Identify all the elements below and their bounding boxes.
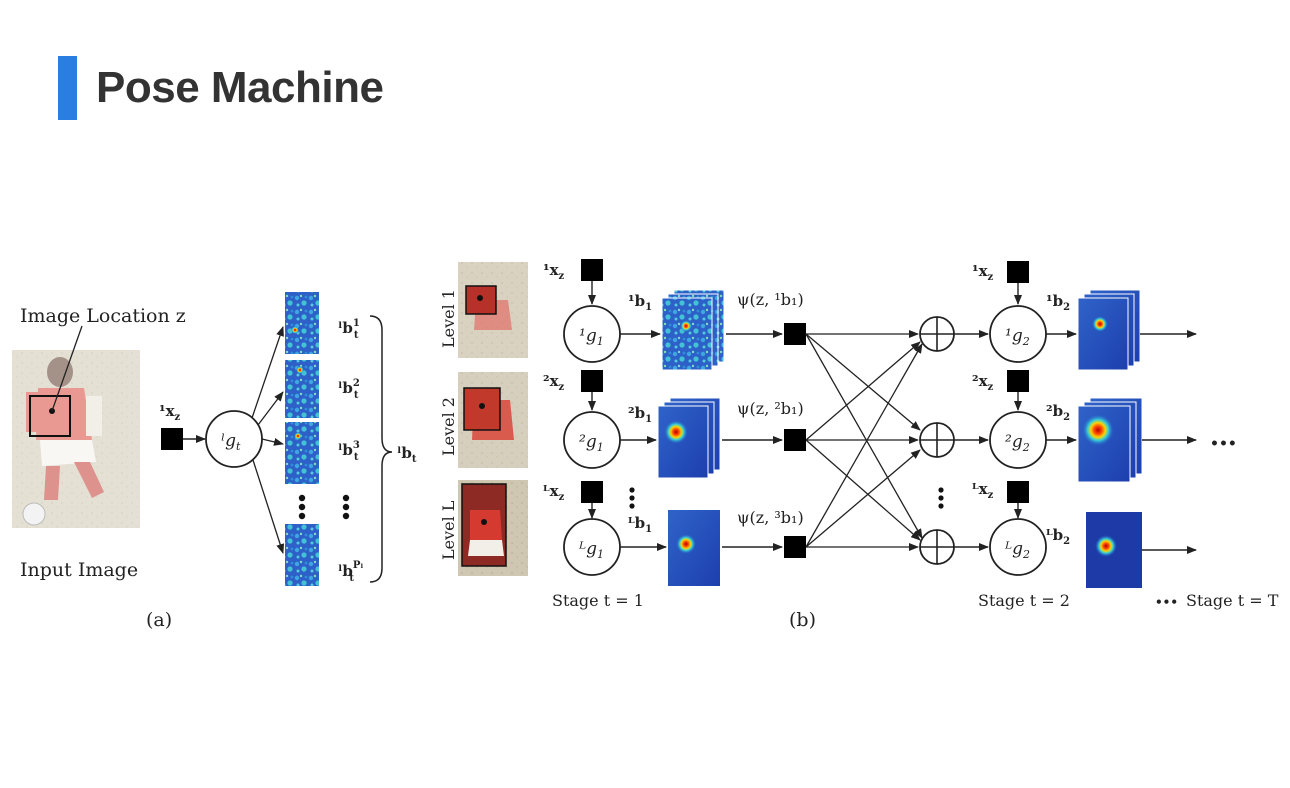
x1-square-1 (581, 259, 603, 281)
stage-2-label: Stage t = 2 (978, 591, 1070, 610)
level-label-1: Level 1 (439, 289, 458, 348)
belief-stack-1-2 (1077, 297, 1129, 371)
title-accent-bar (58, 56, 77, 120)
psi-label-2: ψ(z, ²b₁) (737, 399, 804, 418)
cross-connections (805, 330, 923, 551)
psi-square-2 (784, 429, 806, 451)
level-2-row: Level 2 (439, 372, 528, 468)
stage-t-dots: ••• (1155, 595, 1178, 609)
sum-node-2 (919, 422, 955, 458)
vdots-a2 (342, 494, 350, 502)
feature-square (161, 428, 183, 450)
g1-label-1: ¹g1 (579, 326, 604, 348)
x1-label-2: ²xz (543, 372, 565, 393)
b2-label-2: ²b2 (1046, 402, 1070, 423)
belief-stack-2-1 (657, 405, 709, 479)
g2-label-L: ᴸg2 (1004, 539, 1030, 561)
x2-label-L: ᴸxz (972, 480, 994, 501)
x1-label-1: ¹xz (543, 261, 565, 282)
belief-map-1 (285, 292, 319, 354)
psi-square-L (784, 536, 806, 558)
sum-node-L (919, 529, 955, 565)
stage-1-label: Stage t = 1 (552, 591, 644, 610)
g1-label-2: ²g1 (579, 432, 604, 454)
level-L-row: Level L (439, 480, 528, 576)
x2-square-1 (1007, 261, 1029, 283)
row2-dots: ••• (1210, 436, 1237, 452)
g2-label-2: ²g2 (1005, 432, 1030, 454)
belief-stack-1-1 (661, 297, 713, 371)
level-label-2: Level 2 (439, 397, 458, 456)
belief-map-3 (285, 422, 319, 484)
input-image (12, 350, 140, 528)
image-location-label: Image Location z (20, 305, 186, 327)
belief-map-p (285, 524, 319, 586)
stage-t-label: Stage t = T (1186, 591, 1279, 610)
x2-label-1: ¹xz (972, 262, 994, 283)
psi-label-1: ψ(z, ¹b₁) (737, 290, 804, 309)
caption-b: (b) (789, 609, 816, 631)
level-label-L: Level L (439, 500, 458, 560)
g2-label-1: ¹g2 (1005, 326, 1030, 348)
b1-label-2: ²b1 (628, 404, 652, 425)
x2-label-2: ²xz (972, 372, 994, 393)
feature-label: ¹xz (159, 402, 181, 423)
vdots-a1 (298, 494, 306, 502)
vdots-b2 (938, 487, 944, 493)
group-label: ˡbt (397, 444, 417, 465)
x1-label-L: ᴸxz (543, 482, 565, 503)
g1-label-L: ᴸg1 (578, 539, 604, 561)
x1-square-L (581, 481, 603, 503)
g2-node-L (989, 518, 1047, 576)
b2-label-1: ¹b2 (1046, 292, 1070, 313)
image-location-box (29, 395, 71, 437)
predictor-label: ˡgt (221, 431, 241, 453)
caption-a: (a) (146, 609, 172, 631)
input-image-label: Input Image (20, 559, 138, 581)
x2-square-2 (1007, 370, 1029, 392)
group-brace (369, 315, 393, 583)
x2-square-L (1007, 481, 1029, 503)
b2-label-L: ᴸb2 (1046, 526, 1070, 547)
psi-label-L: ψ(z, ³b₁) (737, 508, 804, 527)
psi-square-1 (784, 323, 806, 345)
slide-title: Pose Machine (96, 63, 384, 112)
vdots-b1 (629, 487, 635, 493)
b1-label-L: ᴸb1 (628, 514, 652, 535)
level-1-row: Level 1 (439, 262, 528, 358)
b1-label-1: ¹b1 (628, 292, 652, 313)
panel-b: Level 1 Level 2 Level L ¹xz ¹g1 (439, 259, 1279, 631)
sum-node-1 (919, 316, 955, 352)
x1-square-2 (581, 370, 603, 392)
panel-a: Image Location z Input Image ¹xz ˡgt ˡb1… (12, 292, 417, 631)
